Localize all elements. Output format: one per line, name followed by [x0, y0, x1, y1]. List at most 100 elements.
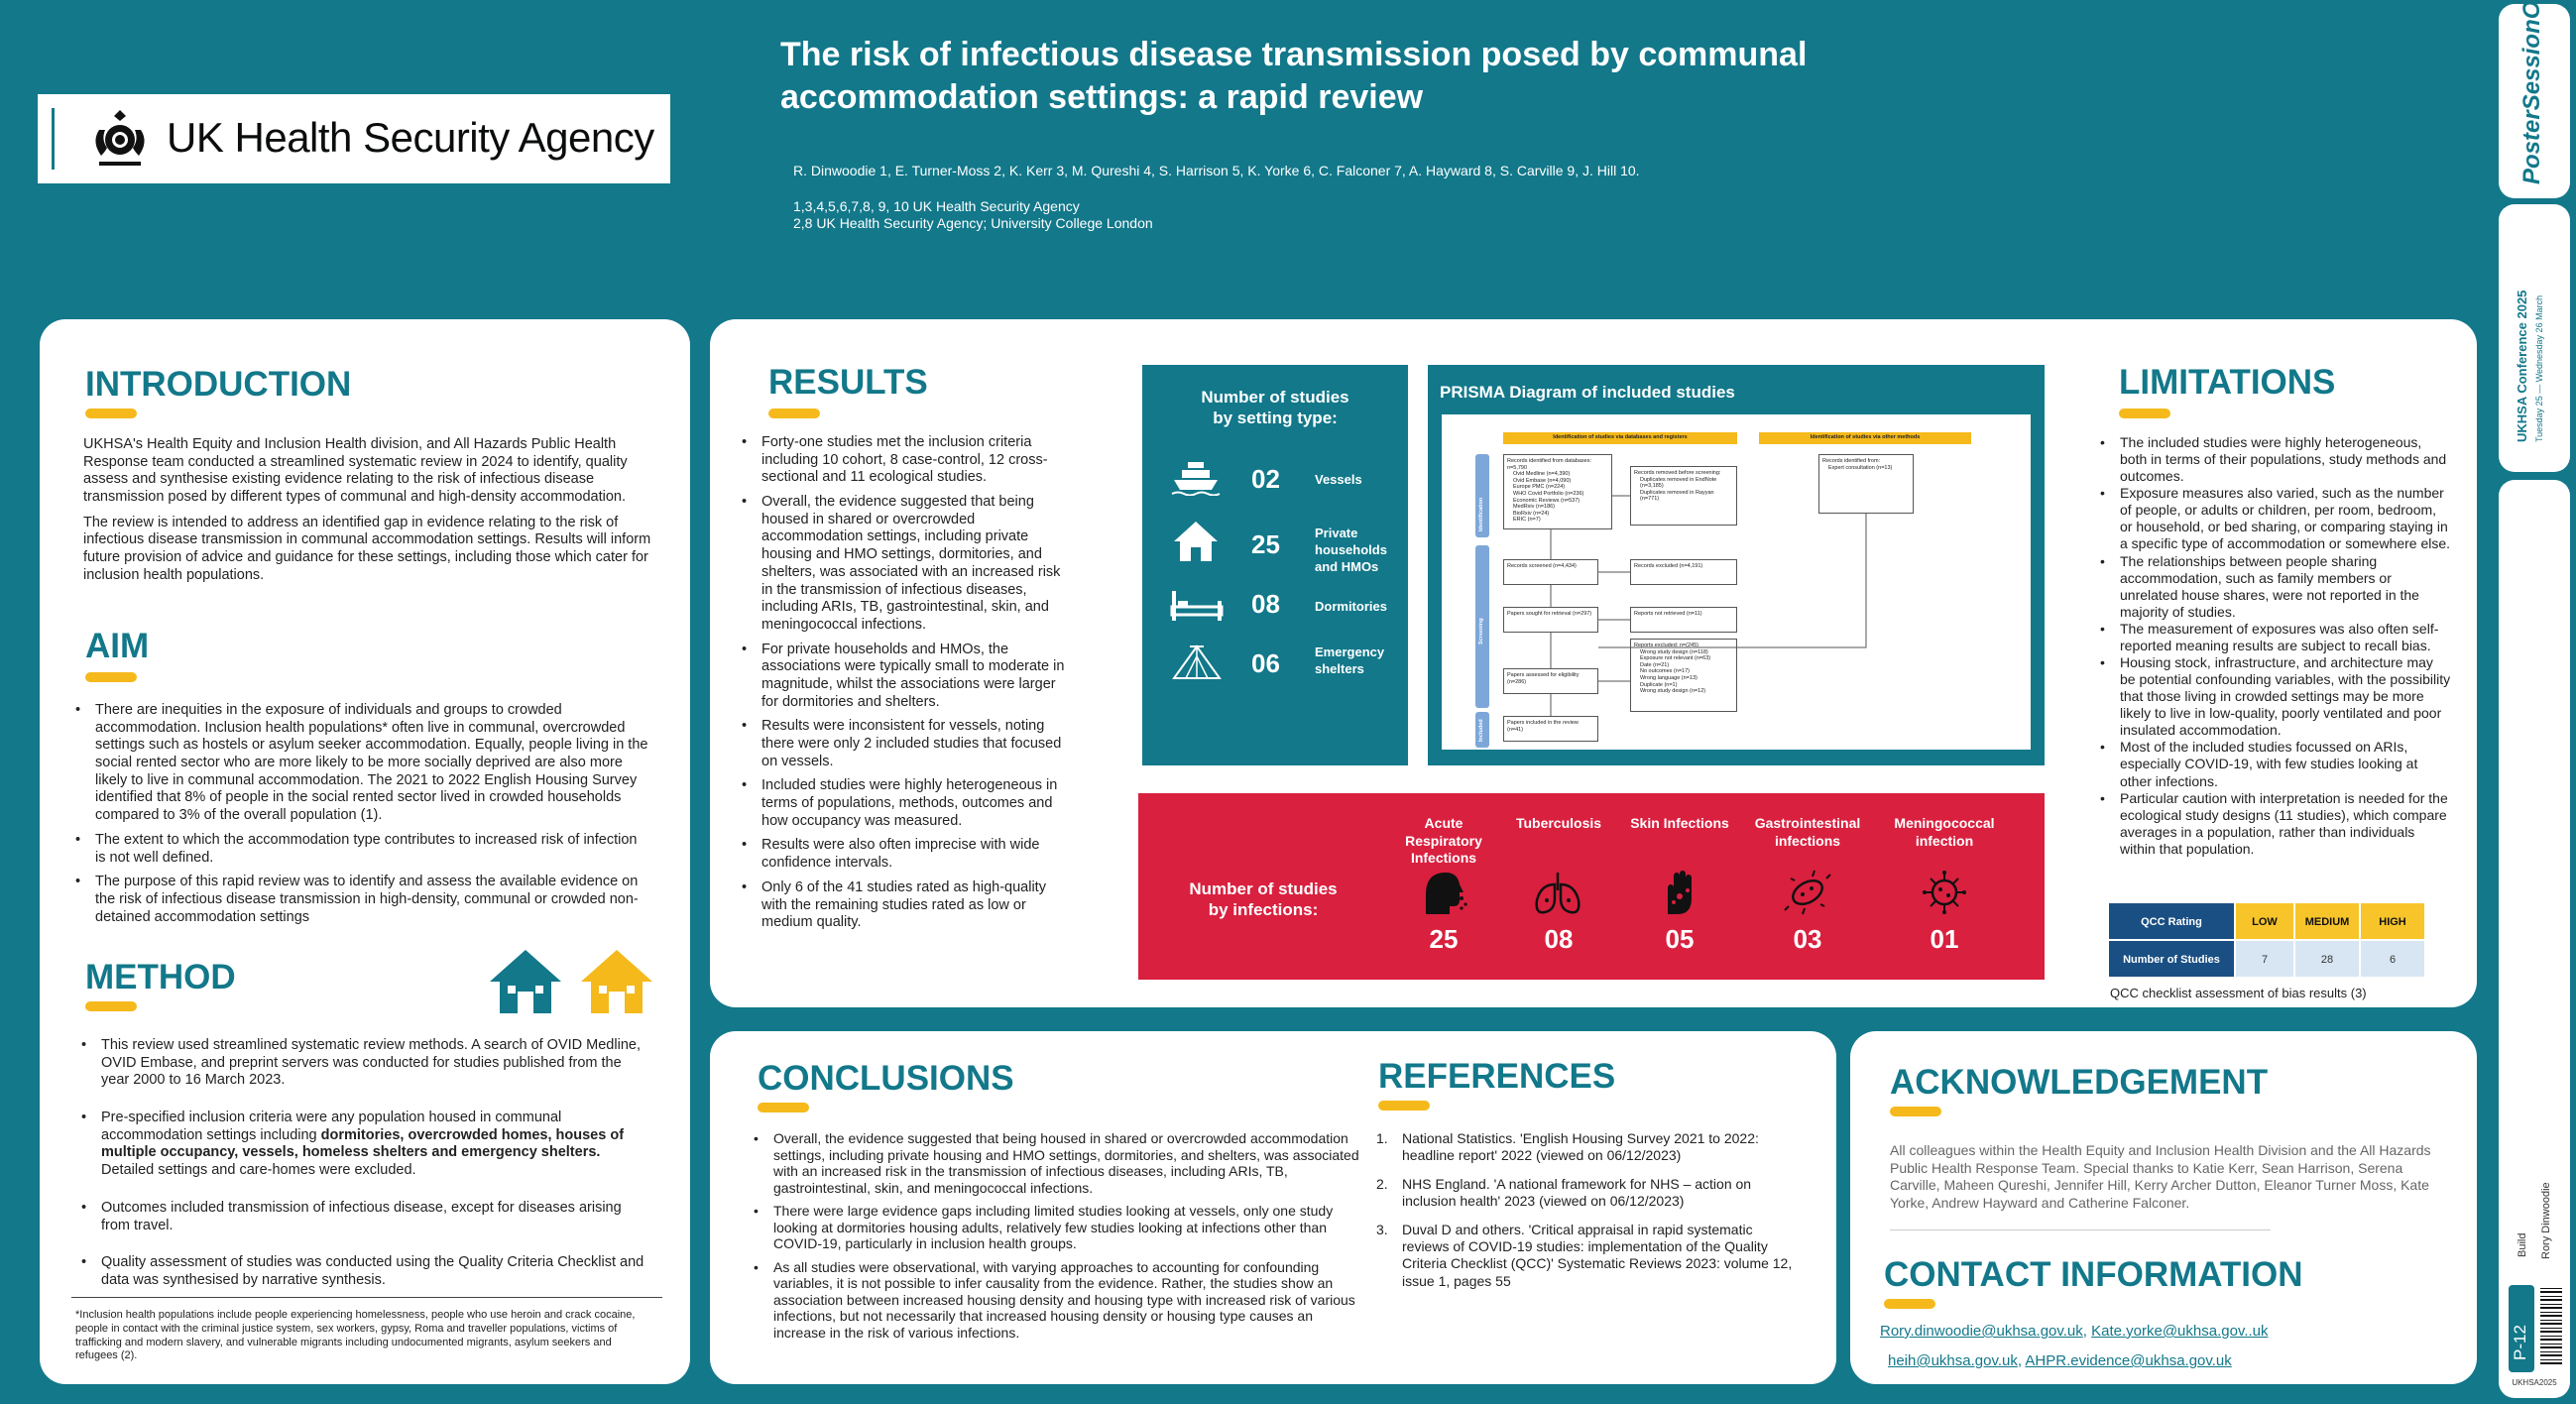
sidebar-poster-id-box: P-12 [2509, 1285, 2534, 1372]
results-list: Forty-one studies met the inclusion crit… [740, 434, 1067, 939]
list-item: Results were also often imprecise with w… [740, 837, 1067, 872]
authors: R. Dinwoodie 1, E. Turner-Moss 2, K. Ker… [793, 163, 1640, 178]
box-item: Europe PMC (n=224) [1513, 484, 1566, 491]
infection-count: 08 [1544, 924, 1574, 954]
box-title: Records identified from: [1822, 458, 1881, 464]
qcc-header-low: LOW [2235, 902, 2294, 940]
phase-included: Included [1475, 712, 1489, 748]
sidebar-brand-box: PosterSessionOnline [2499, 0, 2570, 198]
lungs-icon [1533, 869, 1582, 916]
poster-title: The risk of infectious disease transmiss… [780, 34, 1807, 119]
list-item: There are inequities in the exposure of … [73, 702, 648, 825]
box-title: Records removed before screening: [1634, 470, 1721, 476]
limitations-list: The included studies were highly heterog… [2098, 434, 2451, 858]
sidebar-info-box: Build Rory Dinwoodie P-12 UKHSA2025 [2499, 480, 2570, 1398]
reference-text: Duval D and others. 'Critical appraisal … [1402, 1222, 1793, 1289]
list-item: Overall, the evidence suggested that bei… [752, 1130, 1366, 1196]
box-item: WHO Covid Portfolio (n=236) [1513, 490, 1584, 497]
aim-underbar [85, 672, 137, 682]
box-item: No outcomes (n=17) [1640, 668, 1690, 675]
house-icon [1172, 520, 1220, 563]
acknowledgement-divider [1890, 1229, 2271, 1230]
method-text: Detailed settings and care-homes were ex… [101, 1162, 416, 1179]
infection-count: 05 [1665, 924, 1695, 954]
email-link[interactable]: Kate.yorke@ukhsa.gov..uk [2091, 1323, 2269, 1340]
box-item: Wrong study design (n=118) [1640, 648, 1708, 655]
contact-heading: CONTACT INFORMATION [1884, 1255, 2303, 1294]
infection-label: Acute Respiratory Infections [1405, 815, 1482, 866]
settings-panel: Number of studies by setting type: 02 Ve… [1142, 365, 1408, 765]
sidebar-poster-id: P-12 [2511, 1325, 2529, 1360]
infection-count: 03 [1793, 924, 1822, 954]
box-title: Records identified from databases: n=5,7… [1507, 458, 1591, 471]
box-item: Duplicate (n=1) [1640, 681, 1678, 688]
acknowledgement-underbar [1890, 1107, 1941, 1116]
separator: , [2082, 1323, 2092, 1340]
method-list: This review used streamlined systematic … [79, 1037, 652, 1297]
box-item: Ovid Medline (n=4,390) [1513, 471, 1571, 478]
list-item: Pre-specified inclusion criteria were an… [79, 1110, 652, 1180]
prisma-box-excluded: Records excluded (n=4,191) [1630, 559, 1737, 585]
sidebar-author: Rory Dinwoodie [2540, 1182, 2552, 1259]
box-title: Reports excluded: n=(245) [1634, 643, 1698, 648]
prisma-box-records: Records identified from databases: n=5,7… [1503, 454, 1612, 529]
list-item: Most of the included studies focussed on… [2098, 739, 2451, 789]
affiliation-1: 1,3,4,5,6,7,8, 9, 10 UK Health Security … [793, 198, 1080, 214]
infection-label: Meningococcal infection [1894, 815, 1995, 849]
list-item: The relationships between people sharing… [2098, 553, 2451, 621]
reference-text: NHS England. 'A national framework for N… [1402, 1176, 1752, 1210]
prisma-box-screened: Records screened (n=4,434) [1503, 559, 1598, 585]
list-item: As all studies were observational, with … [752, 1259, 1366, 1342]
introduction-paragraph: The review is intended to address an ide… [83, 514, 651, 583]
separator: , [2017, 1352, 2026, 1369]
box-item: MedRxiv (n=186) [1513, 504, 1556, 511]
reference-item: 2.NHS England. 'A national framework for… [1376, 1176, 1752, 1210]
email-link[interactable]: AHPR.evidence@ukhsa.gov.uk [2025, 1352, 2232, 1369]
limitations-heading: LIMITATIONS [2119, 363, 2336, 402]
prisma-connectors [1550, 495, 1867, 716]
skin-hand-icon [1654, 869, 1703, 916]
title-line-2: accommodation settings: a rapid review [780, 78, 1424, 117]
setting-label: Dormitories [1315, 599, 1387, 614]
setting-label: Vessels [1315, 472, 1362, 487]
sidebar-dates: Tuesday 25 — Wednesday 26 March [2534, 294, 2544, 442]
email-link[interactable]: Rory.dinwoodie@ukhsa.gov.uk [1880, 1323, 2083, 1340]
prisma-box-removed: Records removed before screening: Duplic… [1630, 466, 1737, 526]
logo-box: UK Health Security Agency [38, 94, 670, 183]
setting-count: 25 [1251, 529, 1280, 559]
contact-emails-row2: heih@ukhsa.gov.uk, AHPR.evidence@ukhsa.g… [1888, 1352, 2232, 1369]
prisma-box-other: Records identified from: Expert consulta… [1818, 454, 1914, 514]
list-item: Quality assessment of studies was conduc… [79, 1254, 652, 1289]
setting-label: Emergency shelters [1315, 644, 1385, 676]
box-item: Date (n=21) [1640, 661, 1670, 668]
contact-emails-row1: Rory.dinwoodie@ukhsa.gov.uk, Kate.yorke@… [1880, 1323, 2269, 1340]
box-item: Wrong study design (n=12) [1640, 688, 1706, 695]
prisma-header-databases: Identification of studies via databases … [1503, 432, 1737, 444]
list-item: Forty-one studies met the inclusion crit… [740, 434, 1067, 487]
qcc-value-high: 6 [2360, 940, 2425, 978]
list-item: Included studies were highly heterogeneo… [740, 777, 1067, 830]
qcc-row-label: Number of Studies [2108, 940, 2235, 978]
list-item: The included studies were highly heterog… [2098, 434, 2451, 485]
contact-underbar [1884, 1299, 1935, 1309]
sidebar-brand: PosterSessionOnline [2518, 0, 2545, 184]
reference-item: 1.National Statistics. 'English Housing … [1376, 1130, 1759, 1164]
affiliation-2: 2,8 UK Health Security Agency; Universit… [793, 215, 1153, 231]
acknowledgement-heading: ACKNOWLEDGEMENT [1890, 1063, 2269, 1102]
box-item: Expert consultation (n=13) [1828, 464, 1893, 471]
results-underbar [768, 409, 820, 418]
settings-title-line: Number of studies [1201, 388, 1349, 407]
infection-label: Tuberculosis [1515, 815, 1602, 831]
infection-count: 25 [1429, 924, 1459, 954]
qcc-value-medium: 28 [2294, 940, 2360, 978]
list-item: The purpose of this rapid review was to … [73, 874, 648, 926]
method-bold-settings: dormitories, overcrowded homes, houses o… [101, 1126, 625, 1161]
prisma-title: PRISMA Diagram of included studies [1440, 383, 1735, 402]
prisma-box-assessed: Papers assessed for eligibility (n=286) [1503, 668, 1598, 694]
ship-icon [1170, 456, 1222, 497]
email-link[interactable]: heih@ukhsa.gov.uk [1888, 1352, 2018, 1369]
infection-count: 01 [1930, 924, 1959, 954]
phase-identification: Identification [1475, 454, 1489, 537]
results-heading: RESULTS [768, 363, 928, 402]
box-item: Exposure not relevant (n=63) [1640, 655, 1711, 662]
